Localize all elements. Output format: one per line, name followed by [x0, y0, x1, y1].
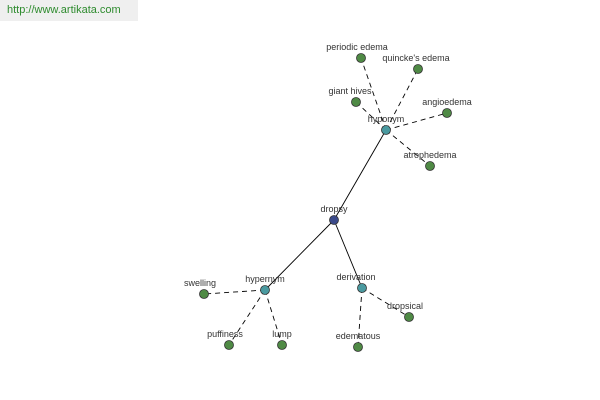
label-edematous: edematous — [336, 331, 381, 341]
node-lump[interactable] — [277, 340, 287, 350]
edge-hyponym-periodic-edema — [360, 57, 387, 131]
node-angioedema[interactable] — [442, 108, 452, 118]
label-puffiness: puffiness — [207, 329, 243, 339]
edge-dropsy-hypernym — [264, 219, 335, 291]
url-bar: http://www.artikata.com — [0, 0, 138, 21]
edge-hypernym-lump — [264, 289, 283, 346]
label-atrophedema: atrophedema — [403, 150, 456, 160]
edge-hyponym-angioedema — [385, 112, 448, 131]
edge-derivation-edematous — [357, 287, 363, 348]
edge-hyponym-quinckes-edema — [385, 68, 419, 131]
label-giant-hives: giant hives — [328, 86, 372, 96]
label-derivation: derivation — [336, 272, 375, 282]
node-hyponym[interactable] — [381, 125, 391, 135]
label-quinckes-edema: quincke's edema — [382, 53, 449, 63]
node-edematous[interactable] — [353, 342, 363, 352]
edge-dropsy-hyponym — [333, 129, 387, 221]
node-swelling[interactable] — [199, 289, 209, 299]
graph-labels: dropsy hyponym hypernym derivation periodic … — [184, 42, 472, 341]
node-atrophedema[interactable] — [425, 161, 435, 171]
graph-nodes — [199, 53, 452, 352]
edge-hyponym-atrophedema — [385, 129, 431, 167]
edge-hypernym-puffiness — [228, 289, 266, 346]
edge-hyponym-giant-hives — [355, 101, 387, 131]
node-quinckes-edema[interactable] — [413, 64, 423, 74]
node-derivation[interactable] — [357, 283, 367, 293]
label-dropsy: dropsy — [320, 204, 348, 214]
label-lump: lump — [272, 329, 292, 339]
node-puffiness[interactable] — [224, 340, 234, 350]
edge-hypernym-swelling — [203, 289, 266, 295]
node-giant-hives[interactable] — [351, 97, 361, 107]
label-angioedema: angioedema — [422, 97, 472, 107]
label-dropsical: dropsical — [387, 301, 423, 311]
node-dropsy[interactable] — [329, 215, 339, 225]
site-url-link[interactable]: http://www.artikata.com — [7, 4, 121, 16]
node-hypernym[interactable] — [260, 285, 270, 295]
label-hyponym: hyponym — [368, 114, 405, 124]
label-hypernym: hypernym — [245, 274, 285, 284]
node-periodic-edema[interactable] — [356, 53, 366, 63]
graph-edges — [203, 57, 448, 348]
edge-derivation-dropsical — [361, 287, 410, 318]
label-swelling: swelling — [184, 278, 216, 288]
label-periodic-edema: periodic edema — [326, 42, 388, 52]
node-dropsical[interactable] — [404, 312, 414, 322]
edge-dropsy-derivation — [333, 219, 363, 289]
